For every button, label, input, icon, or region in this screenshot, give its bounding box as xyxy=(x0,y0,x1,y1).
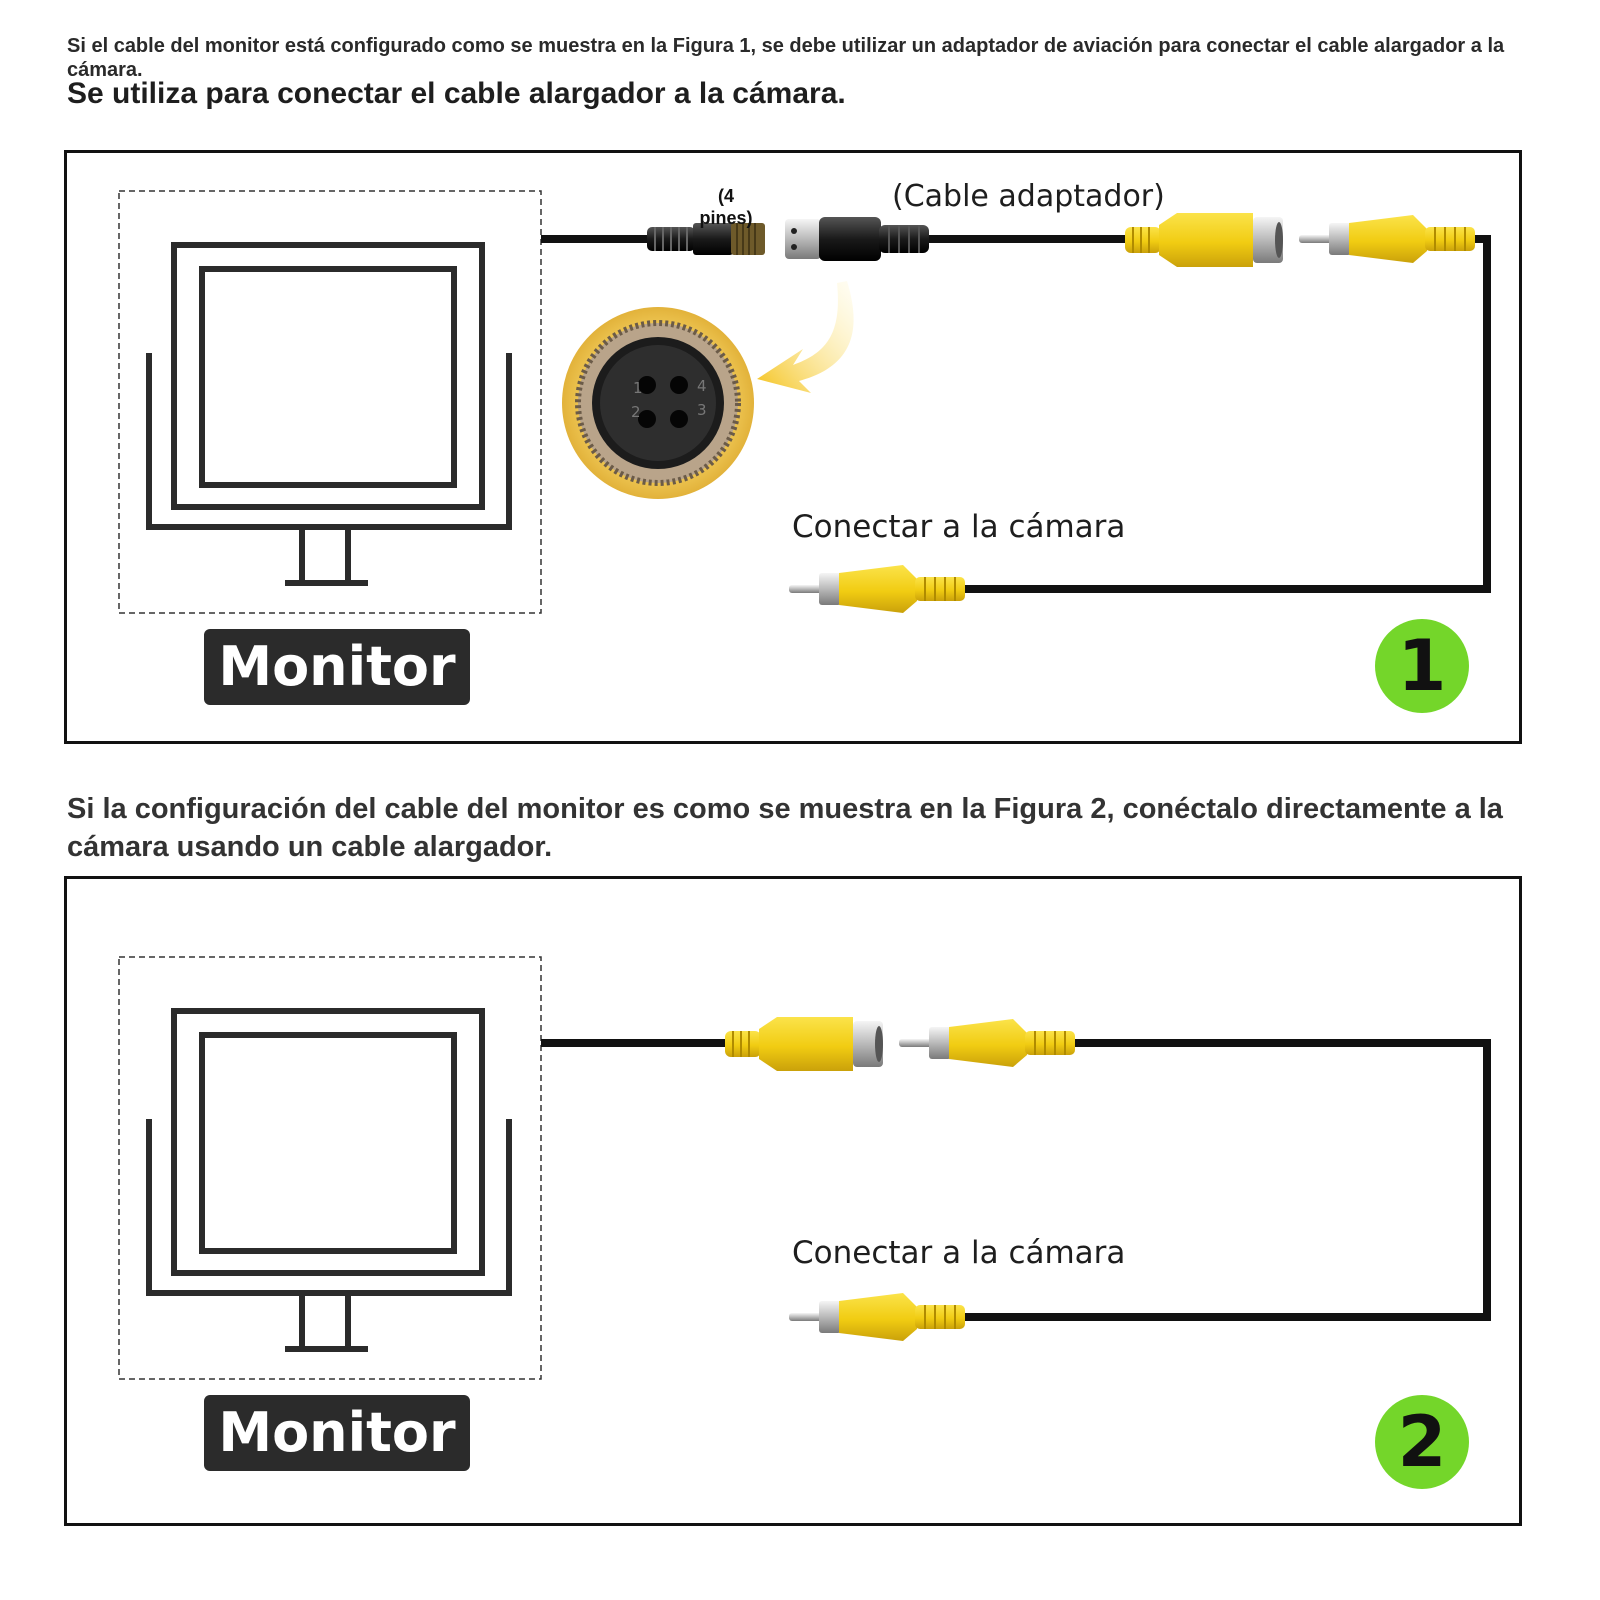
curved-arrow-icon xyxy=(757,281,854,393)
monitor-dashed-frame xyxy=(118,956,542,1380)
pins-label: (4 pines) xyxy=(699,186,753,228)
adapter-cable-label: (Cable adaptador) xyxy=(892,179,1165,214)
rca-male-connector-camera xyxy=(789,1293,965,1341)
rca-male-connector-top xyxy=(899,1019,1075,1067)
connector-closeup: 1 2 3 4 xyxy=(562,307,754,499)
rca-male-connector-camera xyxy=(789,565,965,613)
figure-2-description: Si la configuración del cable del monito… xyxy=(67,793,1503,863)
cable-path xyxy=(541,1039,1491,1321)
figure-2-diagram xyxy=(118,956,1491,1380)
pin-number-1: 1 xyxy=(633,379,643,397)
figure-1-diagram: 1 2 3 4 xyxy=(118,190,1491,614)
monitor-label: Monitor xyxy=(204,1395,470,1471)
intro-text: Si el cable del monitor está configurado… xyxy=(67,35,1505,81)
rca-female-connector xyxy=(725,1017,883,1071)
aviation-connector-male xyxy=(647,223,765,255)
pin-number-4: 4 xyxy=(697,377,707,395)
connect-camera-label: Conectar a la cámara xyxy=(792,509,1126,545)
aviation-connector-female xyxy=(785,217,929,261)
rca-female-connector xyxy=(1125,213,1283,267)
monitor-label: Monitor xyxy=(204,629,470,705)
figure-1-badge: 1 xyxy=(1375,619,1469,713)
rca-male-connector-top xyxy=(1299,215,1475,263)
monitor-icon xyxy=(146,1008,512,1352)
figure-2-panel: Conectar a la cámara Monitor 2 xyxy=(64,876,1522,1526)
monitor-icon xyxy=(146,242,512,586)
figure-2-badge: 2 xyxy=(1375,1395,1469,1489)
pin-number-2: 2 xyxy=(631,403,641,421)
connect-camera-label: Conectar a la cámara xyxy=(792,1235,1126,1271)
figure-1-panel: 1 2 3 4 (4 pines) (Cable adaptador) Cone… xyxy=(64,150,1522,744)
monitor-dashed-frame xyxy=(118,190,542,614)
pin-number-3: 3 xyxy=(697,401,707,419)
cable-path xyxy=(541,235,1491,593)
subhead-text: Se utiliza para conectar el cable alarga… xyxy=(67,77,846,110)
